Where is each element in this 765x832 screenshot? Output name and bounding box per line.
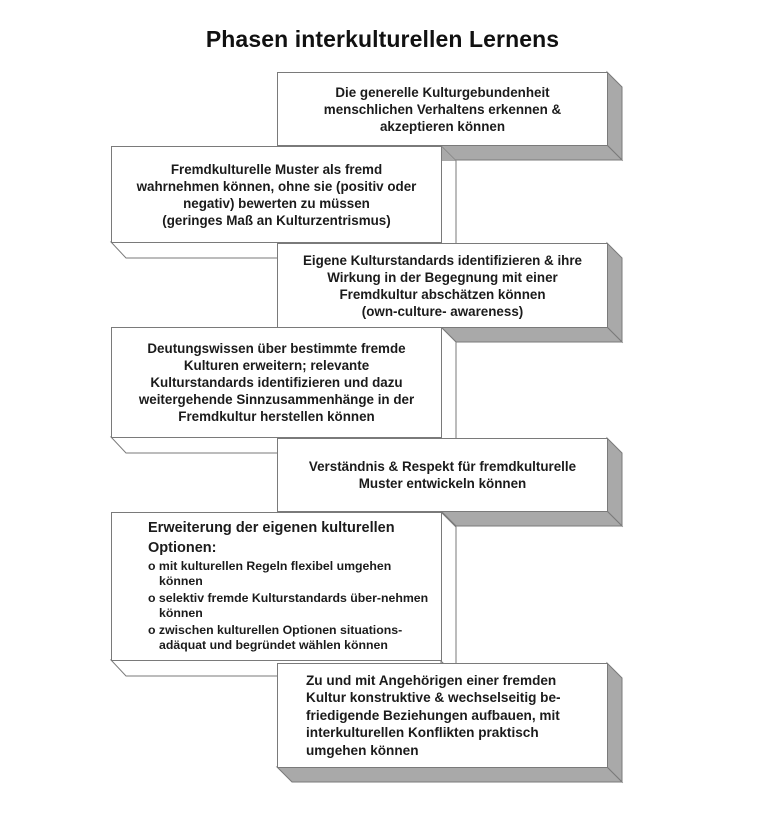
phase-3-line: Eigene Kulturstandards identifizieren & … [302, 252, 583, 268]
phase-3-face: Eigene Kulturstandards identifizieren & … [277, 243, 608, 328]
phase-7-line: interkulturellen Konflikten praktisch [306, 725, 539, 741]
phase-3-line: Wirkung in der Begegnung mit einer [327, 269, 558, 285]
phase-6-heading-line: Erweiterung der eigenen kulturellen [148, 519, 395, 536]
phase-2-line: (geringes Maß an Kulturzentrismus) [162, 212, 391, 228]
phase-5-face: Verständnis & Respekt für fremdkulturell… [277, 438, 608, 512]
phase-3-line: (own-culture- awareness) [361, 303, 524, 319]
phase-1-line: Die generelle Kulturgebundenheit [335, 84, 550, 100]
diagram-title: Phasen interkulturellen Lernens [205, 26, 560, 52]
phase-2-line: Fremdkulturelle Muster als fremd [170, 161, 383, 177]
phase-7-face: Zu und mit Angehörigen einer fremden Kul… [277, 663, 608, 768]
phase-2-face: Fremdkulturelle Muster als fremd wahrneh… [111, 146, 442, 243]
phase-3-line: Fremdkultur abschätzen können [339, 286, 546, 302]
phase-5-line: Verständnis & Respekt für fremdkulturell… [308, 459, 577, 474]
phase-4-line: Deutungswissen über bestimmte fremde [147, 341, 406, 356]
phase-2-line: wahrnehmen können, ohne sie (positiv ode… [136, 178, 417, 194]
phase-4-line: Fremdkultur herstellen können [178, 409, 375, 424]
phase-1-face: Die generelle Kulturgebundenheit menschl… [277, 72, 608, 146]
phase-4-line: Kulturstandards identifizieren und dazu [150, 375, 403, 390]
phase-6-face: Erweiterung der eigenen kulturellen Opti… [111, 512, 442, 661]
phase-5-line: Muster entwickeln können [358, 476, 527, 491]
phase-4-face: Deutungswissen über bestimmte fremde Kul… [111, 327, 442, 438]
phase-6-list: Erweiterung der eigenen kulturellen Opti… [112, 519, 441, 655]
phase-7-line: umgehen können [306, 742, 419, 758]
phase-6-list-item: o selektiv fremde Kulturstandards über-n… [148, 590, 429, 620]
phase-6-list-item: o zwischen kulturellen Optionen situatio… [148, 622, 403, 652]
phase-6-list-item: o mit kulturellen Regeln flexibel umgehe… [148, 558, 392, 588]
phase-2-line: negativ) bewerten zu müssen [183, 195, 370, 211]
phase-1-line: menschlichen Verhaltens erkennen & [323, 101, 562, 117]
phase-4-line: weitergehende Sinnzusammenhänge in der [138, 392, 415, 407]
phase-4-line: Kulturen erweitern; relevante [183, 358, 370, 373]
phase-1-line: akzeptieren können [379, 118, 505, 134]
phase-6-heading-line: Optionen: [148, 539, 217, 556]
phase-7-line: friedigende Beziehungen aufbauen, mit [306, 707, 560, 723]
phase-7-line: Zu und mit Angehörigen einer fremden [306, 672, 557, 688]
phase-7-line: Kultur konstruktive & wechselseitig be- [306, 690, 561, 706]
